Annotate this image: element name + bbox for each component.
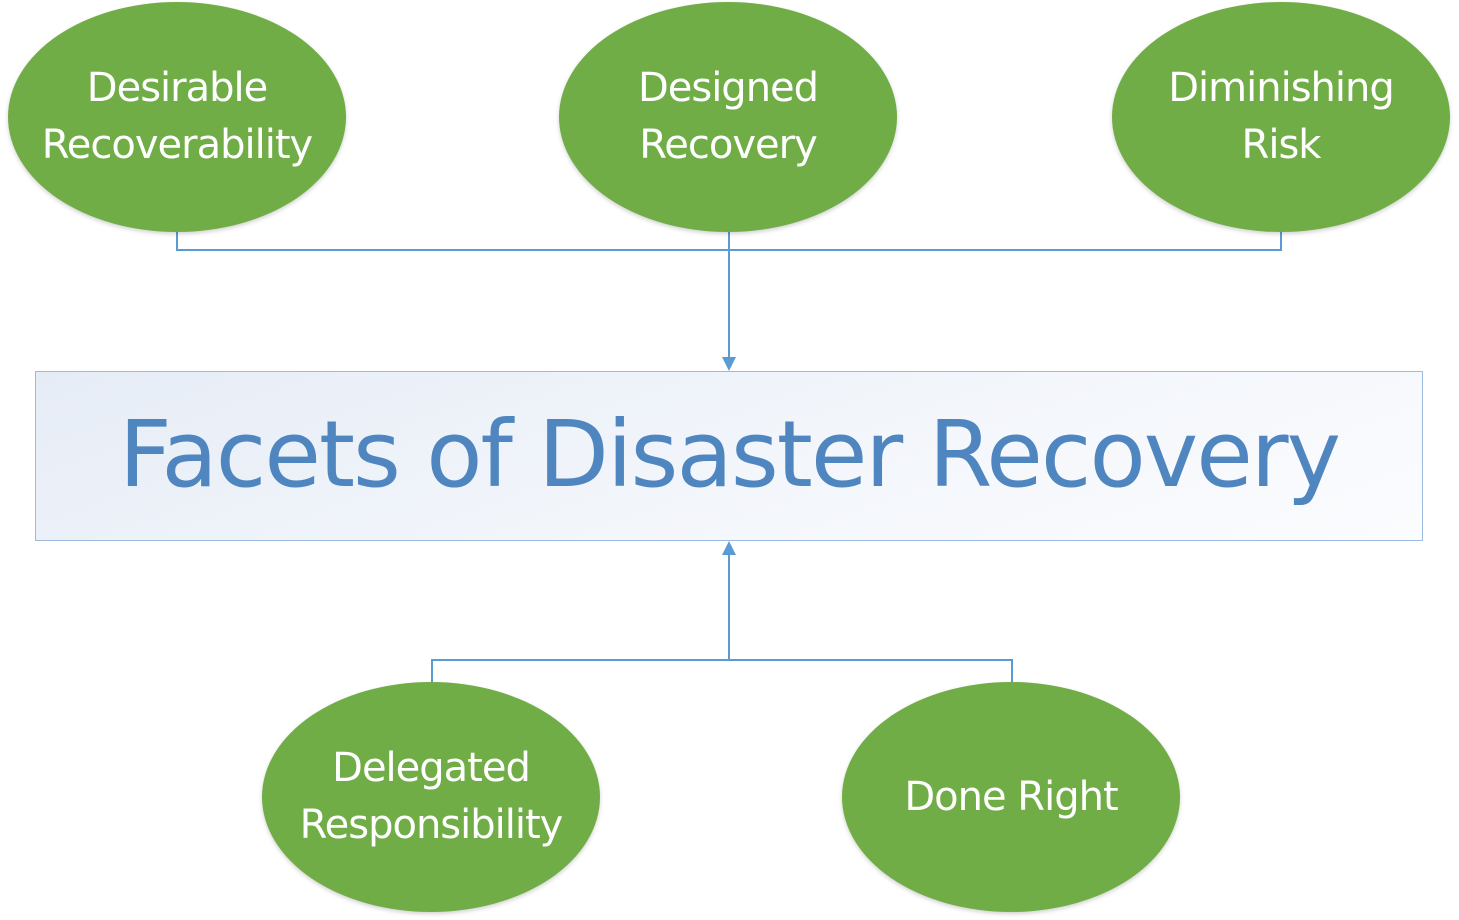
connector-done-right — [729, 659, 1013, 684]
title-box: Facets of Disaster Recovery — [35, 371, 1423, 541]
node-desirable-recoverability: Desirable Recoverability — [8, 2, 346, 232]
node-label-line: Responsibility — [299, 802, 564, 848]
node-designed-recovery: Designed Recovery — [559, 2, 897, 232]
connector-delegated-responsibility — [431, 659, 729, 684]
node-label-line: Desirable — [86, 65, 268, 111]
arrowhead-up-icon — [722, 541, 736, 555]
node-label-line: Recoverability — [41, 122, 313, 168]
node-label-line: Risk — [1241, 122, 1322, 168]
node-delegated-responsibility: Delegated Responsibility — [262, 682, 600, 912]
node-label-line: Delegated — [332, 745, 531, 791]
diagram-title: Facets of Disaster Recovery — [118, 400, 1341, 508]
node-done-right: Done Right — [842, 682, 1180, 912]
node-label-line: Designed — [637, 65, 819, 111]
node-label-line: Diminishing — [1168, 65, 1395, 111]
connector-diminishing-risk — [729, 230, 1282, 251]
node-label-line: Done Right — [904, 773, 1118, 820]
connector-desirable-recoverability — [176, 230, 729, 251]
arrowhead-down-icon — [722, 357, 736, 371]
node-diminishing-risk: Diminishing Risk — [1112, 2, 1450, 232]
node-label-line: Recovery — [639, 122, 817, 168]
